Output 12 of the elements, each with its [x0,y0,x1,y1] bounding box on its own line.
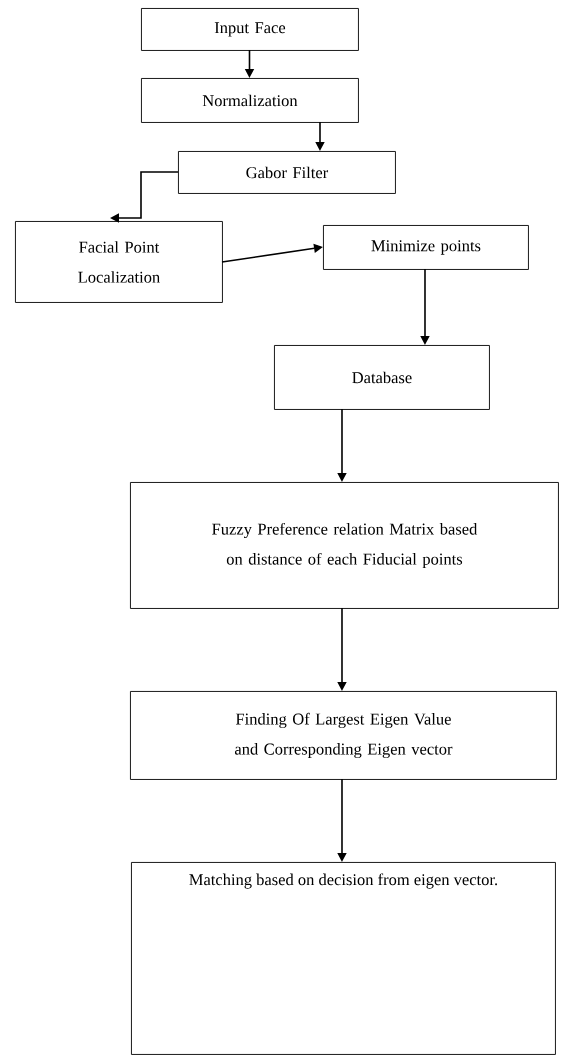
process-box: Finding Of Largest Eigen Value and Corresponding Eigen vector [130,691,557,780]
process-box: Normalization [141,78,359,123]
process-box: Database [274,345,490,410]
arrow [221,243,323,263]
arrow [337,408,347,482]
process-box: Facial Point Localization [15,221,223,303]
process-box: Gabor Filter [178,151,396,194]
process-box: Input Face [141,8,359,51]
arrow [420,268,430,345]
process-box: Matching based on decision from eigen vector. [131,862,556,1055]
process-box: Fuzzy Preference relation Matrix based on distance of each Fiducial points [130,482,559,609]
process-box: Minimize points [323,225,529,270]
